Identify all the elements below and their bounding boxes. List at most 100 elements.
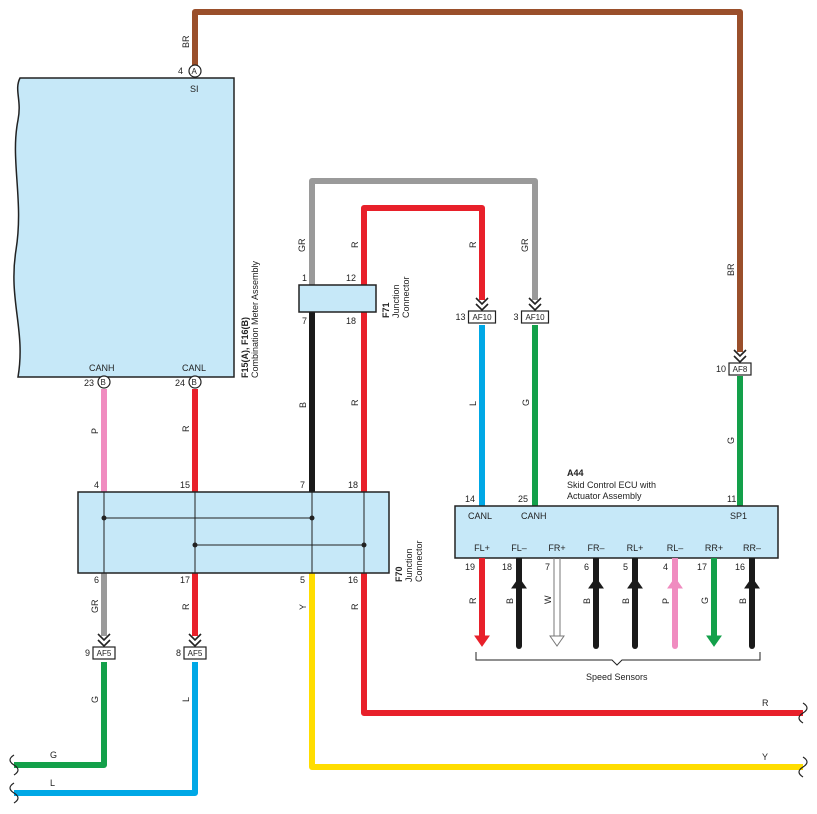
ecu-sensor-label: RR– bbox=[743, 543, 761, 553]
wire-label-y-low: Y bbox=[298, 604, 308, 610]
ecu-canl-pin: 14 bbox=[465, 494, 475, 504]
f70-ref: F70 bbox=[394, 566, 404, 582]
chevron-down-icon bbox=[188, 639, 202, 648]
chevron-down-icon bbox=[188, 633, 202, 642]
meter-canh-label: CANH bbox=[89, 363, 115, 373]
connector-name: AF10 bbox=[525, 313, 545, 322]
meter-canh-pin: 23 bbox=[84, 378, 94, 388]
speed-sensor-wires: FL+19RFL–18BFR+7WFR–6BRL+5BRL–4PRR+17GRR… bbox=[465, 543, 761, 649]
chevron-down-icon bbox=[733, 355, 747, 364]
chevron-down-icon bbox=[528, 297, 542, 306]
wire-label-r-low2: R bbox=[350, 603, 360, 610]
connector-box bbox=[467, 310, 497, 324]
wire-label-br-right: BR bbox=[726, 263, 736, 276]
wire-label-gr-upper: GR bbox=[297, 238, 307, 252]
wire-label-r-mid: R bbox=[350, 399, 360, 406]
break-mark-l bbox=[9, 782, 19, 804]
ecu-sensor-wire-color: B bbox=[738, 598, 748, 604]
f70-top-pin-3: 18 bbox=[348, 480, 358, 490]
f71-ref: F71 bbox=[381, 302, 391, 318]
wire-y-out bbox=[309, 573, 803, 770]
ecu-sensor-label: FR+ bbox=[548, 543, 565, 553]
connector-name: AF5 bbox=[97, 649, 112, 658]
chevron-down-icon bbox=[528, 303, 542, 312]
ecu-sensor-pin: 16 bbox=[735, 562, 745, 572]
ecu-sp1-pin: 11 bbox=[727, 494, 736, 504]
ecu-sensor-wire-color: W bbox=[543, 595, 553, 604]
wire-l-out bbox=[14, 662, 198, 796]
wire-label-l-af5: L bbox=[181, 697, 191, 702]
break-mark-g bbox=[9, 754, 19, 776]
ecu-canh-pin: 25 bbox=[518, 494, 528, 504]
ecu-sensor-pin: 18 bbox=[502, 562, 512, 572]
ecu-sensor-label: FR– bbox=[587, 543, 604, 553]
ecu-sensor-pin: 5 bbox=[623, 562, 628, 572]
sensor-wire-1: FL–18B bbox=[502, 543, 527, 649]
ecu-canh-label: CANH bbox=[521, 511, 547, 521]
ecu-sensor-wire-color: R bbox=[468, 597, 478, 604]
wire-label-l-out: L bbox=[50, 778, 55, 788]
wire-label-br-top: BR bbox=[181, 35, 191, 48]
f70-top-pin-1: 15 bbox=[180, 480, 190, 490]
f71-pin-12: 12 bbox=[346, 273, 356, 283]
f71-name-line2: Connector bbox=[401, 276, 411, 318]
f70-name-line1: Junction bbox=[404, 548, 414, 582]
f70-top-pin-2: 7 bbox=[300, 480, 305, 490]
chevron-down-icon bbox=[97, 633, 111, 642]
meter-ref: F15(A), F16(B) bbox=[240, 317, 250, 378]
meter-canh-connector-letter: B bbox=[101, 378, 106, 387]
ecu-sensor-wire-color: P bbox=[661, 598, 671, 604]
connector-name: AF8 bbox=[733, 365, 748, 374]
connector-pin: 13 bbox=[455, 312, 465, 322]
connector-pin: 10 bbox=[716, 364, 726, 374]
sensor-wire-2: FR+7W bbox=[543, 543, 566, 647]
chevron-down-icon bbox=[97, 639, 111, 648]
chevron-down-icon bbox=[475, 303, 489, 312]
connector-name: AF5 bbox=[188, 649, 203, 658]
ecu-sensor-label: RR+ bbox=[705, 543, 723, 553]
sensor-wire-6: RR+17G bbox=[697, 543, 723, 647]
connector-name: AF10 bbox=[472, 313, 492, 322]
f71-pin-1: 1 bbox=[302, 273, 307, 283]
sensor-wire-0: FL+19R bbox=[465, 543, 490, 647]
meter-canl-label: CANL bbox=[182, 363, 206, 373]
meter-canl-connector-letter: B bbox=[192, 378, 197, 387]
ecu-sensor-label: RL– bbox=[667, 543, 684, 553]
meter-canl-pin: 24 bbox=[175, 378, 185, 388]
sensor-wire-5: RL– 4P bbox=[661, 543, 684, 649]
chevron-down-icon bbox=[475, 297, 489, 306]
sensor-wire-3: FR–6B bbox=[582, 543, 605, 649]
wire-label-r-af10: R bbox=[468, 241, 478, 248]
ecu-name-line1: Skid Control ECU with bbox=[567, 480, 656, 490]
af8-connector: AF8 10 bbox=[716, 349, 752, 376]
f70-junction-connector bbox=[77, 491, 390, 574]
meter-name: Combination Meter Assembly bbox=[250, 260, 260, 378]
wire-label-r-low: R bbox=[181, 603, 191, 610]
ecu-sensor-wire-color: B bbox=[621, 598, 631, 604]
wire-g-out bbox=[14, 662, 107, 768]
connector-box bbox=[183, 646, 207, 660]
ecu-sensor-label: RL+ bbox=[627, 543, 644, 553]
break-mark-r bbox=[798, 702, 808, 724]
meter-canl-connector-icon bbox=[188, 375, 202, 389]
connector-pin: 3 bbox=[513, 312, 518, 322]
ecu-ref: A44 bbox=[567, 468, 584, 478]
meter-si-connector-letter: A bbox=[192, 67, 198, 76]
connector-pin: 9 bbox=[85, 648, 90, 658]
f70-bottom-pin-0: 6 bbox=[94, 575, 99, 585]
f70-name-line2: Connector bbox=[414, 540, 424, 582]
ecu-sensor-wire-color: B bbox=[505, 598, 515, 604]
speed-sensors-label: Speed Sensors bbox=[586, 672, 648, 682]
sensor-wire-7: RR– 16B bbox=[735, 543, 761, 649]
ecu-sensor-wire-color: G bbox=[700, 597, 710, 604]
ecu-sensor-pin: 4 bbox=[663, 562, 668, 572]
wire-label-b-mid: B bbox=[298, 402, 308, 408]
ecu-sensor-label: FL+ bbox=[474, 543, 490, 553]
wire-label-r-out: R bbox=[762, 698, 769, 708]
wire-label-r-meter: R bbox=[181, 425, 191, 432]
ecu-name-line2: Actuator Assembly bbox=[567, 491, 642, 501]
wire-r-out bbox=[361, 573, 803, 716]
ecu-sensor-pin: 6 bbox=[584, 562, 589, 572]
f70-bottom-pin-3: 16 bbox=[348, 575, 358, 585]
